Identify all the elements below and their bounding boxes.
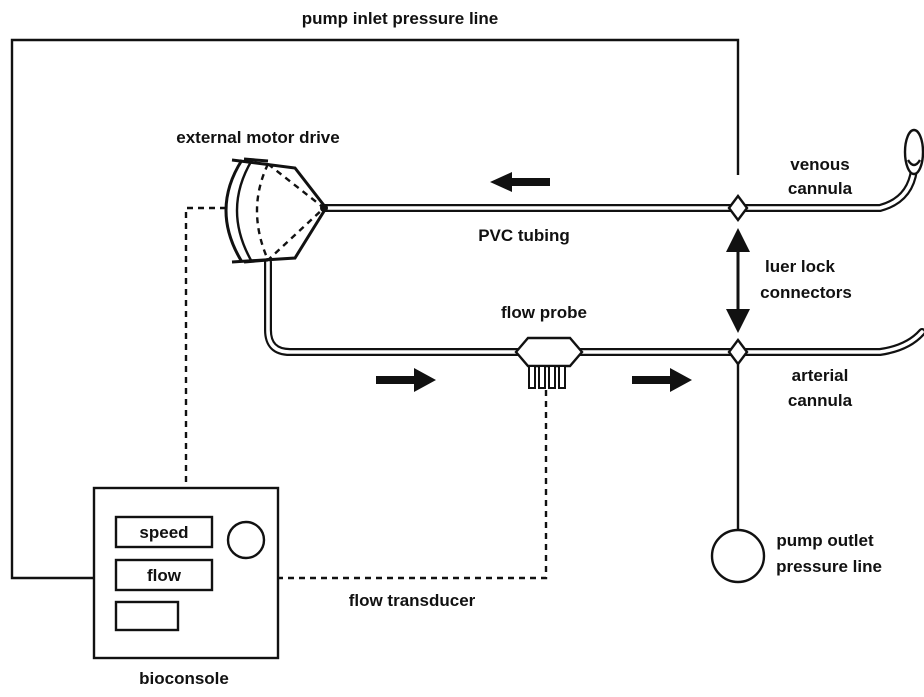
label-venous-cannula: cannula (788, 179, 853, 198)
label-flow-probe: flow probe (501, 303, 587, 322)
luer-lock-double-arrow (726, 228, 750, 333)
luer-lock-connector-top (727, 194, 749, 222)
label-speed: speed (139, 523, 188, 542)
luer-lock-connector-bottom (727, 338, 749, 366)
speed-display (114, 515, 214, 549)
flow-display (114, 558, 214, 592)
venous-cannula-tip (903, 128, 924, 176)
label-luer-lock: luer lock (765, 257, 835, 276)
flow-arrow-venous (490, 172, 550, 192)
label-arterial: arterial (792, 366, 849, 385)
blank-display (114, 600, 180, 632)
label-external-motor-drive: external motor drive (176, 128, 339, 147)
label-pressure-line: pressure line (776, 557, 882, 576)
label-pump-inlet-pressure-line: pump inlet pressure line (302, 9, 499, 28)
label-flow-transducer: flow transducer (349, 591, 476, 610)
label-connectors: connectors (760, 283, 852, 302)
label-bioconsole: bioconsole (139, 669, 229, 688)
external-motor-drive (224, 157, 328, 264)
motor-control-line (184, 206, 226, 488)
flow-arrow-arterial-right (632, 368, 692, 392)
label-venous: venous (790, 155, 850, 174)
pump-outlet-pressure-gauge (710, 528, 766, 584)
label-pvc-tubing: PVC tubing (478, 226, 570, 245)
flow-arrow-arterial-left (376, 368, 436, 392)
label-flow: flow (147, 566, 182, 585)
pump-inlet-pressure-line (10, 38, 740, 580)
flow-transducer-line (278, 390, 548, 580)
console-knob[interactable] (226, 520, 266, 560)
flow-probe (514, 336, 584, 389)
label-arterial-cannula: cannula (788, 391, 853, 410)
label-pump-outlet: pump outlet (776, 531, 874, 550)
